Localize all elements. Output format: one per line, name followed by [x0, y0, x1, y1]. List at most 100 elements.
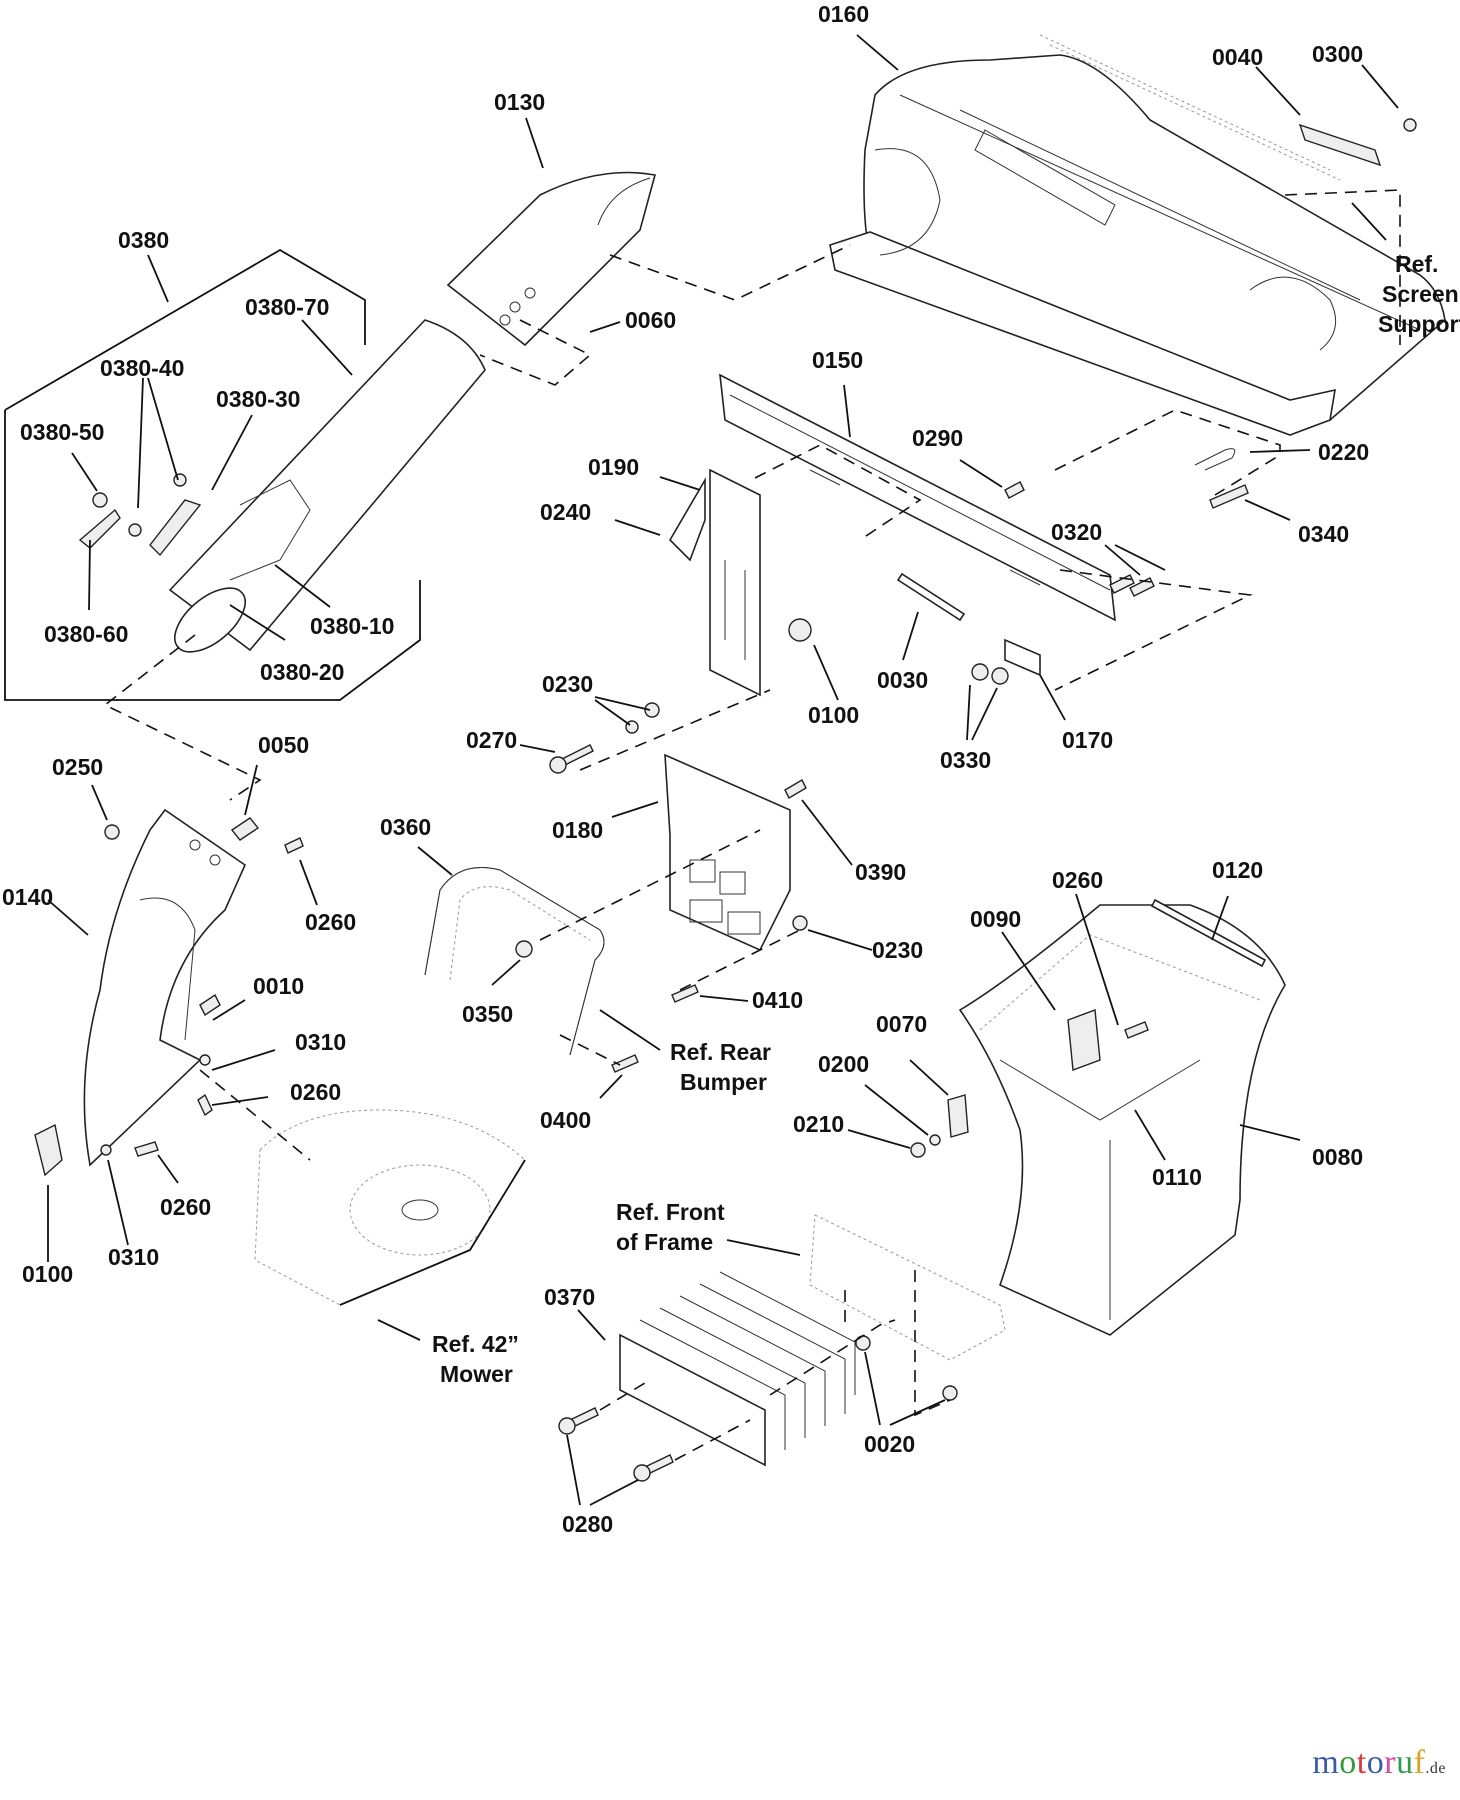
- leader-0010: [212, 999, 246, 1021]
- callout-0100-upper: 0100: [808, 702, 859, 728]
- part-carriage-bolt-0270-head: [549, 756, 567, 774]
- callout-0180: 0180: [552, 817, 603, 843]
- part-weight-plates: [619, 1271, 856, 1467]
- leader-0380-40a: [137, 377, 144, 509]
- assembly-line: [539, 829, 761, 941]
- assembly-line: [199, 1069, 311, 1161]
- part-rod-0120: [1150, 898, 1267, 968]
- callout-0260-chute-top: 0260: [305, 909, 356, 935]
- leader-0380-50: [71, 452, 98, 492]
- part-latch-bracket: [1298, 118, 1417, 167]
- callout-0380-50: 0380-50: [20, 419, 104, 445]
- leader-0260a: [299, 859, 318, 906]
- assembly-line: [609, 244, 851, 301]
- callout-0260-chute-bottom: 0260: [160, 1194, 211, 1220]
- callout-0250: 0250: [52, 754, 103, 780]
- leader-0260b: [1075, 893, 1119, 1026]
- callout-0380-20: 0380-20: [260, 659, 344, 685]
- leader-0020b: [889, 1399, 946, 1426]
- watermark-letter: f: [1413, 1744, 1426, 1781]
- leader-0060: [589, 321, 621, 333]
- assembly-line: [559, 1034, 621, 1066]
- callout-0130: 0130: [494, 89, 545, 115]
- callout-0230-upper: 0230: [542, 671, 593, 697]
- leader-0230b: [807, 929, 873, 951]
- callout-0060: 0060: [625, 307, 676, 333]
- leader-ref-front-frame: [726, 1239, 801, 1256]
- ref-mower-line1: Ref. 42”: [432, 1331, 519, 1357]
- leader-0280a: [566, 1434, 581, 1506]
- assembly-line: [1054, 409, 1281, 496]
- callout-0380-30: 0380-30: [216, 386, 300, 412]
- leader-ref-screen: [1351, 202, 1387, 241]
- assembly-line: [769, 1319, 896, 1396]
- callout-0030: 0030: [877, 667, 928, 693]
- part-nut-0250: [104, 824, 120, 840]
- leader-0400: [599, 1074, 623, 1099]
- leader-0190: [659, 476, 701, 491]
- leader-0240: [614, 519, 661, 536]
- callout-0140: 0140: [2, 884, 53, 910]
- callout-0160: 0160: [818, 1, 869, 27]
- callout-0190: 0190: [588, 454, 639, 480]
- watermark-letter: t: [1356, 1744, 1367, 1781]
- callout-0170: 0170: [1062, 727, 1113, 753]
- part-chute-elbow: [446, 171, 657, 347]
- callout-0260-bag: 0260: [1052, 867, 1103, 893]
- part-bag-clip-0090: [1067, 1009, 1101, 1071]
- assembly-bracket-0380-top: [4, 248, 366, 411]
- leader-0300: [1361, 64, 1399, 109]
- leader-0290: [959, 459, 1003, 488]
- part-bolt-0290: [1004, 481, 1025, 499]
- callout-0410: 0410: [752, 987, 803, 1013]
- part-hairpin-0220: [1194, 448, 1236, 471]
- callout-0400: 0400: [540, 1107, 591, 1133]
- callout-0370: 0370: [544, 1284, 595, 1310]
- part-front-frame-ref: [809, 1214, 1006, 1361]
- callout-0380-40: 0380-40: [100, 355, 184, 381]
- callout-0380-10: 0380-10: [310, 613, 394, 639]
- leader-0040: [1255, 66, 1301, 116]
- part-bracket-0170: [1004, 638, 1041, 677]
- assembly-line: [754, 444, 922, 541]
- ref-mower-line2: Mower: [440, 1361, 513, 1387]
- leader-0050: [244, 764, 258, 816]
- ref-screen-support-line3: Support: [1378, 311, 1460, 337]
- callout-0020: 0020: [864, 1431, 915, 1457]
- leader-0320b: [1114, 544, 1166, 571]
- callout-0050: 0050: [258, 732, 309, 758]
- assembly-line: [599, 1379, 651, 1411]
- callout-0320: 0320: [1051, 519, 1102, 545]
- leader-0260c: [211, 1096, 269, 1106]
- part-upright-bracket: [668, 468, 761, 697]
- callout-0070: 0070: [876, 1011, 927, 1037]
- part-knob-0100b: [34, 1123, 63, 1177]
- leader-0320a: [1104, 544, 1141, 576]
- watermark-letter: o: [1339, 1744, 1357, 1781]
- callout-0110: 0110: [1152, 1164, 1202, 1190]
- part-mounting-rail: [719, 373, 1116, 622]
- leader-0230a2: [594, 699, 631, 726]
- part-pin-0340: [1209, 484, 1249, 509]
- callout-0380-60: 0380-60: [44, 621, 128, 647]
- leader-0200: [864, 1084, 929, 1136]
- watermark-logo: motoruf.de: [1312, 1744, 1446, 1782]
- callout-0210: 0210: [793, 1111, 844, 1137]
- leader-0350: [491, 959, 521, 986]
- leader-0140: [47, 899, 89, 936]
- part-washer-0200: [929, 1134, 941, 1146]
- part-nut-0230a: [644, 702, 660, 718]
- leader-0160: [856, 34, 899, 71]
- part-washer-0310a: [199, 1054, 211, 1066]
- assembly-line: [479, 319, 592, 386]
- part-nut-0350: [515, 940, 533, 958]
- ref-screen-support-line1: Ref.: [1395, 251, 1438, 277]
- part-screw-0260a: [284, 837, 304, 854]
- part-screw-0400: [611, 1054, 639, 1073]
- part-nut-0230b: [792, 915, 808, 931]
- part-knob-0100a: [788, 618, 812, 642]
- assembly-line: [579, 689, 771, 771]
- leader-0410: [699, 995, 749, 1002]
- callout-0200: 0200: [818, 1051, 869, 1077]
- part-bolt-0390: [784, 779, 807, 799]
